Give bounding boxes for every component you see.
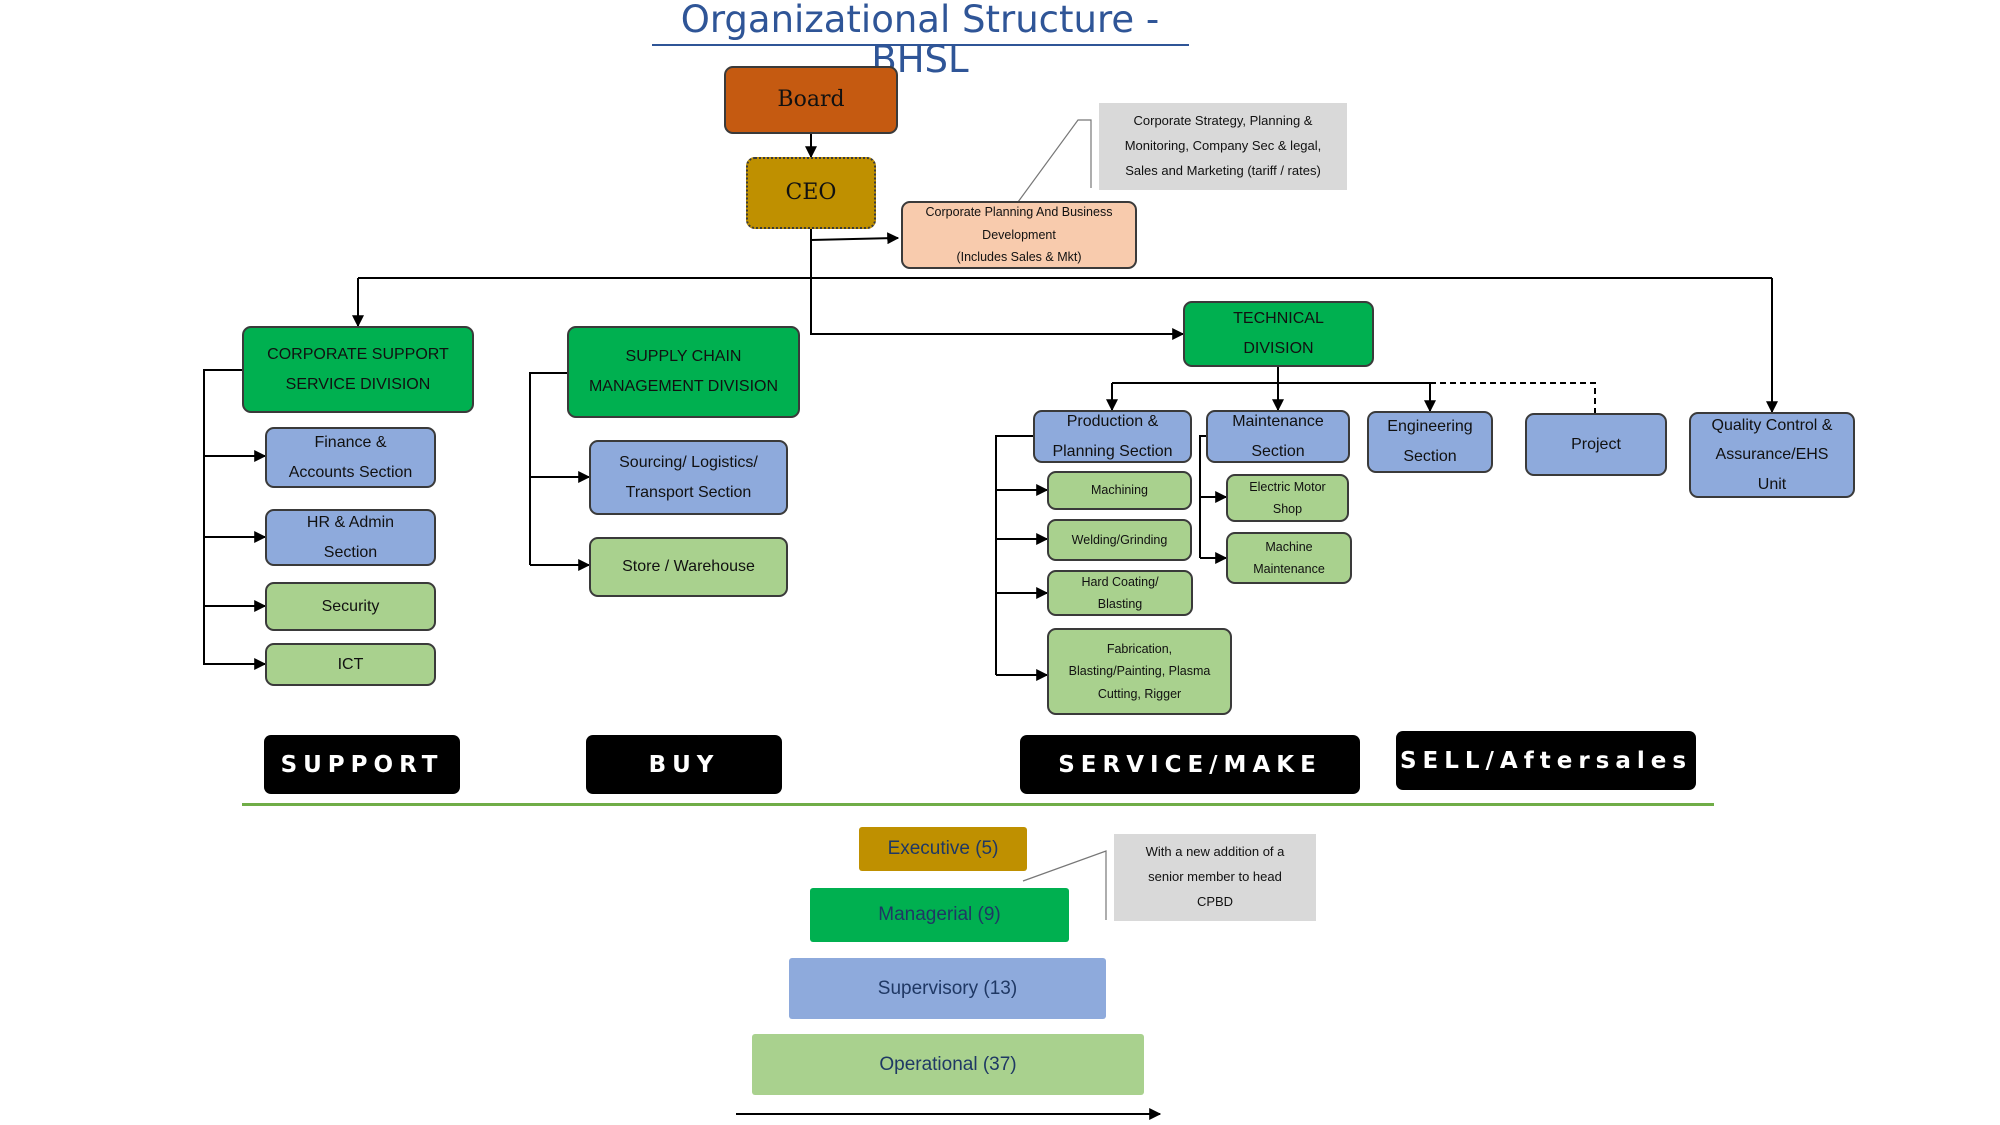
band-sell-aftersales: SELL/Aftersales <box>1396 731 1696 790</box>
section-divider <box>242 803 1714 806</box>
hard-coating-unit: Hard Coating/ Blasting <box>1047 570 1193 616</box>
ict-unit: ICT <box>265 643 436 686</box>
store-warehouse-unit: Store / Warehouse <box>589 537 788 597</box>
connector-project <box>1430 382 1596 413</box>
board-box: Board <box>724 66 898 134</box>
page-title: Organizational Structure - BHSL <box>680 0 1160 81</box>
fabrication-unit: Fabrication, Blasting/Painting, Plasma C… <box>1047 628 1232 715</box>
corporate-support-division: CORPORATE SUPPORT SERVICE DIVISION <box>242 326 474 413</box>
engineering-section: Engineering Section <box>1367 411 1493 473</box>
welding-grinding-unit: Welding/Grinding <box>1047 519 1192 561</box>
band-buy: BUY <box>586 735 782 794</box>
band-support: SUPPORT <box>264 735 460 794</box>
quality-control-unit: Quality Control & Assurance/EHS Unit <box>1689 412 1855 498</box>
technical-division: TECHNICAL DIVISION <box>1183 301 1374 367</box>
tier-executive: Executive (5) <box>859 827 1027 871</box>
tier-note: With a new addition of a senior member t… <box>1114 834 1316 921</box>
project-unit: Project <box>1525 413 1667 476</box>
tier-supervisory: Supervisory (13) <box>789 958 1106 1019</box>
cpbd-box: Corporate Planning And Business Developm… <box>901 201 1137 269</box>
supply-chain-division: SUPPLY CHAIN MANAGEMENT DIVISION <box>567 326 800 418</box>
machine-maintenance-unit: Machine Maintenance <box>1226 532 1352 584</box>
title-underline <box>652 44 1189 46</box>
connector-supply-bracket <box>529 372 567 565</box>
connector-technical-bus <box>1112 366 1430 384</box>
hr-admin-section: HR & Admin Section <box>265 509 436 566</box>
cpbd-note: Corporate Strategy, Planning & Monitorin… <box>1099 103 1347 190</box>
connector-maintenance-bracket <box>1199 435 1206 558</box>
production-planning-section: Production & Planning Section <box>1033 410 1192 463</box>
connector-support-bracket <box>203 369 242 665</box>
security-unit: Security <box>265 582 436 631</box>
sourcing-logistics-section: Sourcing/ Logistics/ Transport Section <box>589 440 788 515</box>
finance-accounts-section: Finance & Accounts Section <box>265 427 436 488</box>
connector-ceo-technical <box>810 278 1185 340</box>
tier-managerial: Managerial (9) <box>810 888 1069 942</box>
machining-unit: Machining <box>1047 471 1192 510</box>
callout-tier <box>1022 850 1107 920</box>
ceo-box: CEO <box>746 157 876 229</box>
band-service-make: SERVICE/MAKE <box>1020 735 1360 794</box>
connector-production-bracket <box>995 435 1033 675</box>
connector-ceo-cpbd <box>810 232 900 245</box>
electric-motor-shop: Electric Motor Shop <box>1226 474 1349 522</box>
callout-cpbd <box>1017 119 1092 203</box>
tier-operational: Operational (37) <box>752 1034 1144 1095</box>
maintenance-section: Maintenance Section <box>1206 410 1350 463</box>
